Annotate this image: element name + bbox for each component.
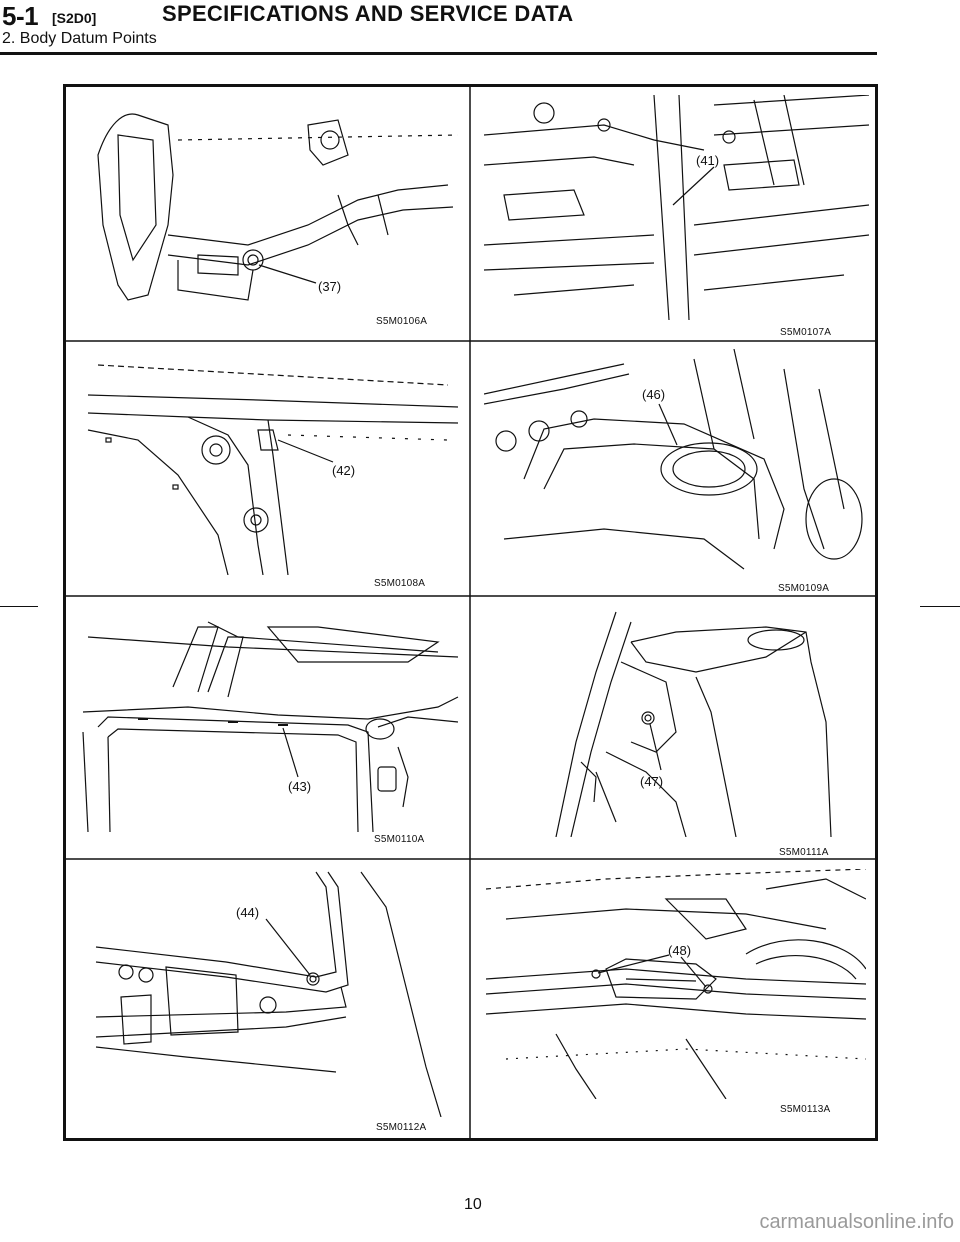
callout-48: (48) (668, 943, 691, 958)
section-code: [S2D0] (52, 10, 97, 26)
figure-code: S5M0107A (780, 327, 832, 338)
figure-s5m0109a: (46) (484, 349, 863, 570)
figure-code: S5M0109A (778, 583, 830, 594)
watermark: carmanualsonline.info (759, 1211, 954, 1233)
callout-46: (46) (642, 387, 665, 402)
figure-code: S5M0112A (376, 1122, 427, 1133)
callout-37: (37) (318, 279, 341, 294)
grid-lines (66, 87, 875, 1138)
figure-s5m0111a: (47) (555, 611, 832, 837)
figure-s5m0113a: (48) (486, 869, 866, 1099)
figure-code: S5M0113A (780, 1104, 831, 1115)
figure-s5m0107a: (41) (484, 95, 869, 320)
figure-s5m0110a: (43) (82, 621, 459, 832)
header-rule (0, 52, 877, 55)
callout-44: (44) (236, 905, 259, 920)
figure-code: S5M0110A (374, 834, 425, 845)
figure-s5m0106a: (37) (97, 113, 459, 301)
section-subtitle: 2. Body Datum Points (2, 30, 157, 47)
figure-grid: (37) S5M0106A (41) S5M0107A (63, 84, 878, 1141)
page-number: 10 (464, 1196, 482, 1213)
page-header: 5-1 [S2D0] SPECIFICATIONS AND SERVICE DA… (0, 0, 960, 56)
callout-41: (41) (696, 153, 719, 168)
figure-s5m0112a: (44) (95, 871, 442, 1117)
trim-mark-right (920, 606, 960, 607)
callout-47: (47) (640, 774, 663, 789)
figure-code: S5M0106A (376, 316, 428, 327)
callout-43: (43) (288, 779, 311, 794)
figure-s5m0108a: (42) (87, 364, 459, 575)
section-title: SPECIFICATIONS AND SERVICE DATA (162, 1, 574, 26)
trim-mark-left (0, 606, 38, 607)
callout-42: (42) (332, 463, 355, 478)
section-number: 5-1 (2, 1, 39, 31)
figure-code: S5M0111A (779, 847, 829, 858)
figure-code: S5M0108A (374, 578, 426, 589)
